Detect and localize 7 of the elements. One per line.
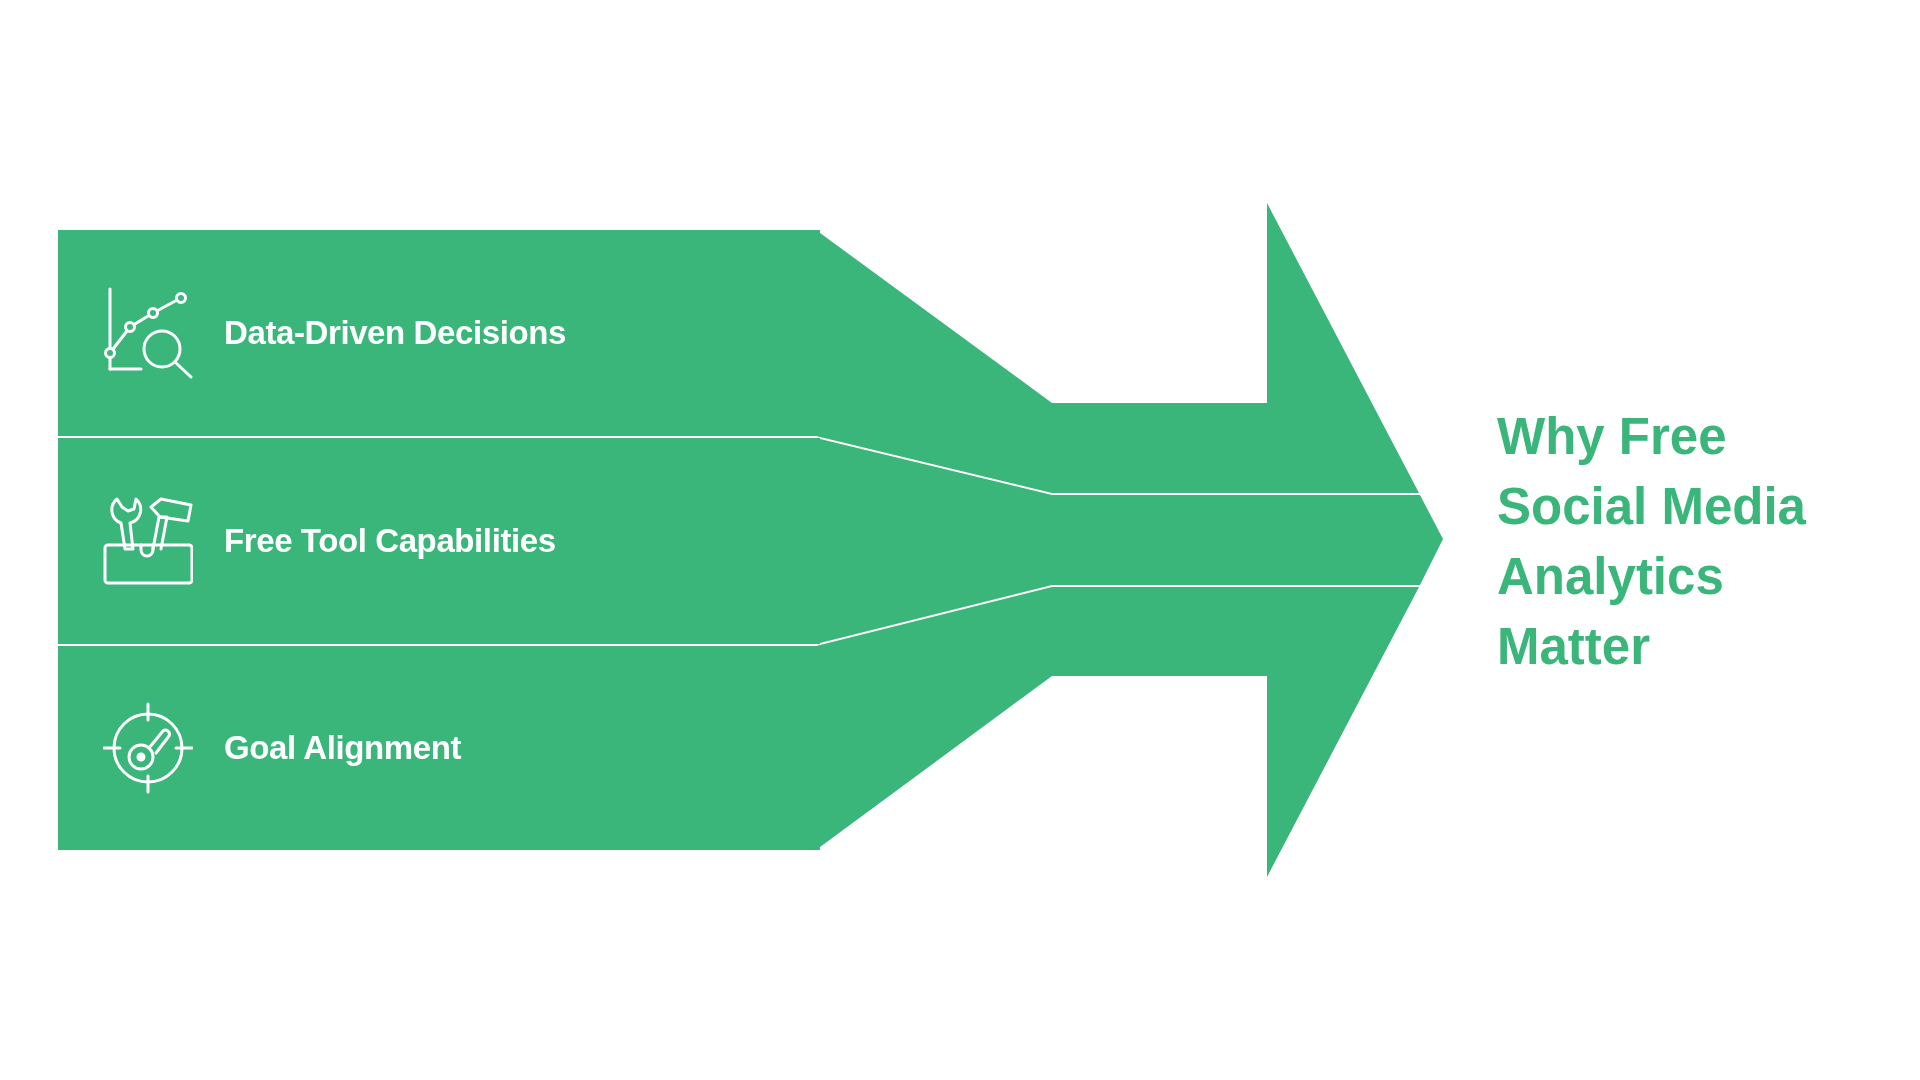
band-label: Goal Alignment xyxy=(224,728,462,768)
title: Why Free Social Media Analytics Matter xyxy=(1497,407,1808,677)
funnel-band xyxy=(58,230,820,436)
funnel-band xyxy=(58,646,820,850)
band-label: Free Tool Capabilities xyxy=(224,521,556,561)
band-label: Data-Driven Decisions xyxy=(224,313,566,353)
funnel-band xyxy=(58,438,820,644)
